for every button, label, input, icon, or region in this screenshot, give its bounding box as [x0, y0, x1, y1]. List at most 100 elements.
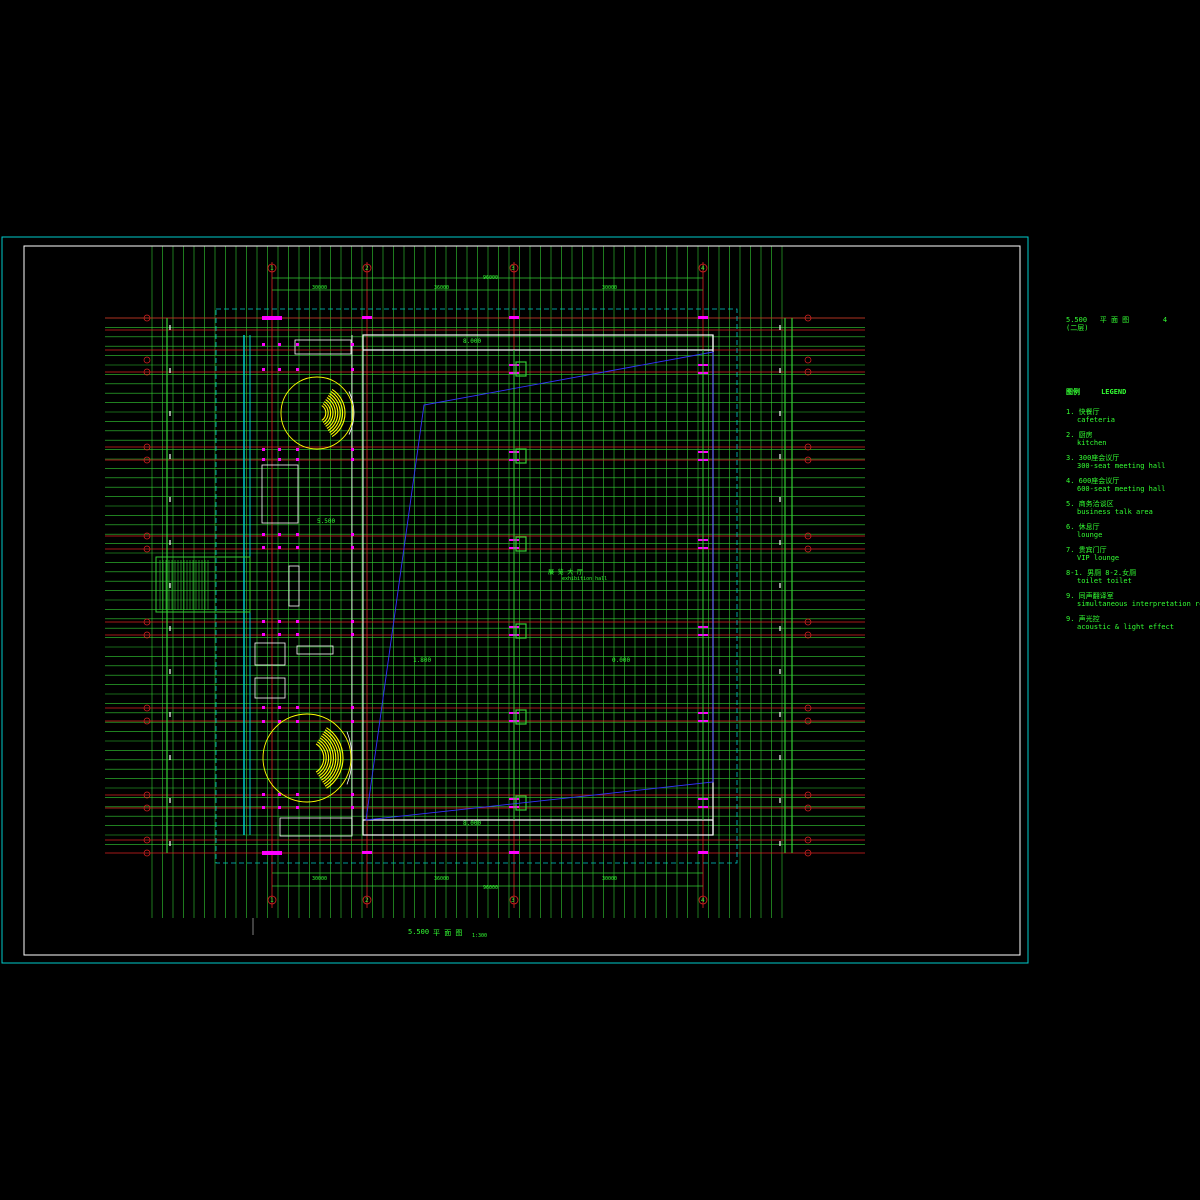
axis-bubble [143, 791, 151, 799]
room-toilet [254, 642, 286, 666]
column [698, 316, 708, 319]
column-stub [515, 536, 527, 552]
legend-item-cn: 2. 厨房 [1066, 431, 1093, 439]
meeting-hall-300-seat-row [322, 403, 329, 423]
column-stub [515, 709, 527, 725]
column [262, 533, 265, 536]
column [262, 448, 265, 451]
legend-header-no: 4 [1162, 316, 1168, 324]
column [262, 720, 265, 723]
meeting-hall-600-seat-row [317, 741, 327, 775]
meeting-hall-300-seat-row [327, 395, 339, 431]
column [296, 633, 299, 636]
title-elev: 5.500 [408, 928, 430, 936]
axis-bubble [804, 356, 812, 364]
axis-bubble [804, 456, 812, 464]
column [296, 343, 299, 346]
meeting-hall-600-seat-row [320, 735, 334, 781]
dim-right-bottom: 30000 [602, 876, 618, 882]
column [262, 343, 265, 346]
column [278, 806, 281, 809]
column [351, 793, 354, 796]
axis-bubble [267, 895, 277, 905]
legend-item-en: toilet toilet [1077, 577, 1132, 585]
axis-label-1-bottom: 1 [270, 897, 274, 904]
legend-item-en: 600-seat meeting hall [1077, 485, 1166, 493]
legend-item-cn: 5. 商务洽谈区 [1066, 500, 1114, 508]
legend-header-title: 平 面 图 [1099, 316, 1130, 324]
room-kitchen [261, 464, 299, 524]
dim-left-top: 30000 [312, 285, 328, 291]
axis-label-2: 2 [365, 265, 369, 272]
room-counter [296, 645, 334, 655]
meeting-hall-600-outline [262, 713, 352, 803]
legend-header-sub: (二层) [1066, 324, 1089, 332]
column [509, 316, 519, 319]
meeting-hall-600-seat-row [319, 737, 332, 779]
column [296, 806, 299, 809]
meeting-hall-300-seat-row [330, 390, 344, 436]
legend-title: 图例 LEGEND [1066, 388, 1196, 396]
elev-hall-bottom: 8.000 [463, 820, 482, 827]
column [296, 620, 299, 623]
axis-lines [105, 262, 865, 908]
column [509, 851, 519, 854]
legend-title-en: LEGEND [1101, 388, 1127, 396]
dim-left-bottom: 30000 [312, 876, 328, 882]
column [262, 806, 265, 809]
column [351, 448, 354, 451]
axis-bubble [143, 704, 151, 712]
legend-header-elev: 5.500 [1066, 316, 1088, 324]
column [296, 546, 299, 549]
column [262, 316, 282, 320]
axis-label-3: 3 [511, 265, 515, 272]
building-outline [215, 308, 738, 864]
structural-columns [262, 316, 708, 855]
axis-label-3-bottom: 3 [511, 897, 515, 904]
dim-total-top: 96000 [483, 275, 499, 281]
elev-floor-right: 0.000 [612, 657, 631, 664]
column [278, 633, 281, 636]
dim-right-top: 30000 [602, 285, 618, 291]
axis-bubble [143, 631, 151, 639]
room-top [294, 339, 352, 355]
legend-item-cn: 9. 同声翻译室 [1066, 592, 1114, 600]
plan-details [155, 277, 781, 935]
column [262, 620, 265, 623]
axis-bubble [804, 631, 812, 639]
axis-bubble [267, 263, 277, 273]
axis-bubble [804, 836, 812, 844]
boundary-path [365, 351, 714, 821]
column [278, 706, 281, 709]
column [362, 851, 372, 854]
column [262, 633, 265, 636]
meeting-hall-300-seat-row [325, 399, 334, 427]
legend-item-cn: 1. 快餐厅 [1066, 408, 1100, 416]
column [296, 793, 299, 796]
column [262, 851, 282, 855]
axis-bubble [804, 804, 812, 812]
elev-hall-top: 8.000 [463, 338, 482, 345]
title-scale: 1:300 [472, 933, 488, 939]
column [278, 620, 281, 623]
legend-item-cn: 8-1. 男厕 8-2.女厕 [1066, 569, 1137, 577]
axis-bubble [804, 717, 812, 725]
axis-bubble [143, 849, 151, 857]
meeting-hall-300-stage [348, 391, 355, 435]
axis-bubble [143, 456, 151, 464]
elev-mid: 5.500 [317, 518, 336, 525]
column [351, 343, 354, 346]
axis-bubble [143, 532, 151, 540]
column [296, 458, 299, 461]
meeting-hall-300-seat-row [324, 401, 332, 425]
drawing-frame [1, 236, 1029, 964]
hall-label-cn: 展 览 大 厅 [548, 569, 583, 576]
column [278, 533, 281, 536]
meeting-hall-300-seat-row [321, 405, 327, 421]
